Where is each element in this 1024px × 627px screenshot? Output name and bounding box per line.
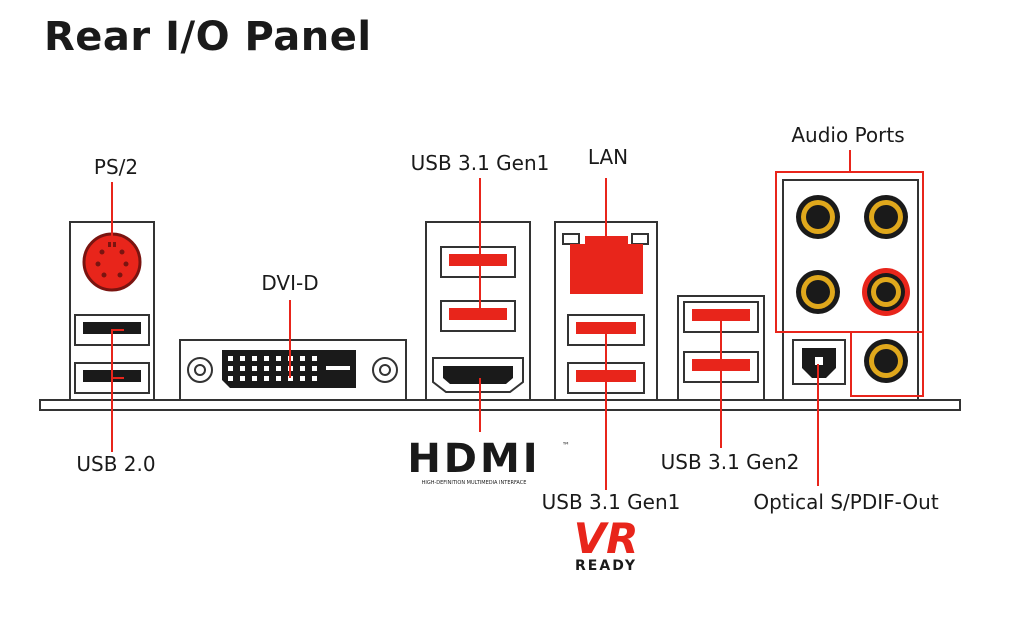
label-usb20: USB 2.0 — [76, 452, 155, 476]
lan-port — [570, 236, 643, 294]
leader-lines — [111, 150, 851, 490]
label-ps2: PS/2 — [94, 155, 138, 179]
audio-jack-4-highlighted — [862, 268, 910, 316]
label-usb31gen2: USB 3.1 Gen2 — [661, 450, 800, 474]
label-lan: LAN — [588, 145, 628, 169]
hdmi-logo-tm: ™ — [562, 441, 570, 450]
hdmi-logo: HDMI ™ HIGH-DEFINITION MULTIMEDIA INTERF… — [407, 436, 570, 486]
hdmi-logo-subtitle: HIGH-DEFINITION MULTIMEDIA INTERFACE — [422, 480, 527, 486]
label-optical: Optical S/PDIF-Out — [753, 490, 938, 514]
label-usb31gen1-bottom: USB 3.1 Gen1 — [542, 490, 681, 514]
label-audio-ports: Audio Ports — [791, 123, 904, 147]
audio-jack-1 — [796, 195, 840, 239]
label-dvid: DVI-D — [261, 271, 318, 295]
label-usb31gen1-top: USB 3.1 Gen1 — [411, 151, 550, 175]
audio-jack-2 — [864, 195, 908, 239]
vr-logo-letters: VR — [574, 514, 639, 563]
vr-ready-logo: VR READY — [574, 514, 639, 574]
usb31gen1-hdmi-block — [425, 221, 531, 401]
dvid-port — [179, 339, 407, 401]
panel-base-rail — [39, 399, 961, 411]
page-title: Rear I/O Panel — [44, 14, 372, 60]
hdmi-logo-wordmark: HDMI — [407, 436, 540, 482]
audio-optical-block — [775, 171, 924, 401]
vr-logo-ready: READY — [575, 558, 637, 574]
audio-jack-5 — [864, 339, 908, 383]
audio-jack-3 — [796, 270, 840, 314]
